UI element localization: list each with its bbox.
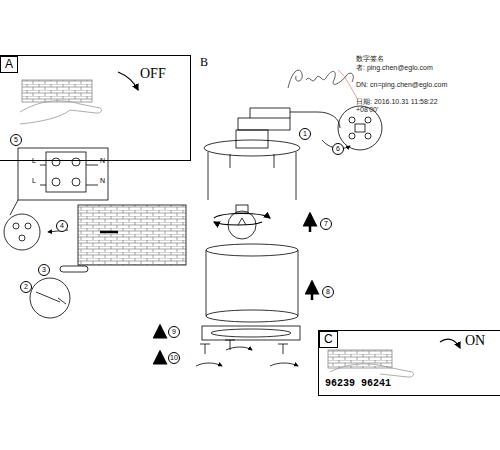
- panel-letter: A: [0, 56, 18, 73]
- panel-letter: B: [200, 56, 208, 69]
- callout-number: 7: [320, 218, 332, 230]
- panel-a: A OFF: [0, 55, 191, 161]
- callout-number: 8: [322, 286, 334, 298]
- callout-number: 4: [56, 220, 68, 232]
- panel-c: C ON 96239 96241: [318, 330, 500, 396]
- callout-number: 5: [10, 134, 22, 146]
- signature-text: DN: cn=ping.chen@eglo.com: [356, 81, 448, 89]
- terminal-label: L: [32, 157, 36, 165]
- switch-state: ON: [465, 333, 485, 348]
- switch-state: OFF: [140, 66, 166, 81]
- terminal-label: N: [100, 157, 105, 165]
- signature-text: 日期: 2016.10.31 11:58:22 +08'00': [356, 98, 448, 113]
- terminal-label: N: [100, 177, 105, 185]
- panel-letter: C: [319, 331, 338, 348]
- callout-number: 3: [38, 264, 50, 276]
- callout-number: 10: [168, 352, 180, 364]
- model-number: 96239 96241: [325, 378, 391, 389]
- terminal-label: L: [32, 177, 36, 185]
- callout-number: 1: [299, 128, 311, 140]
- callout-number: 9: [168, 326, 180, 338]
- signature-text: 数字签名: [356, 55, 448, 63]
- signature-text: 者: ping.chen@eglo.com: [356, 64, 448, 72]
- callout-number: 6: [332, 143, 344, 155]
- callout-number: 2: [20, 281, 32, 293]
